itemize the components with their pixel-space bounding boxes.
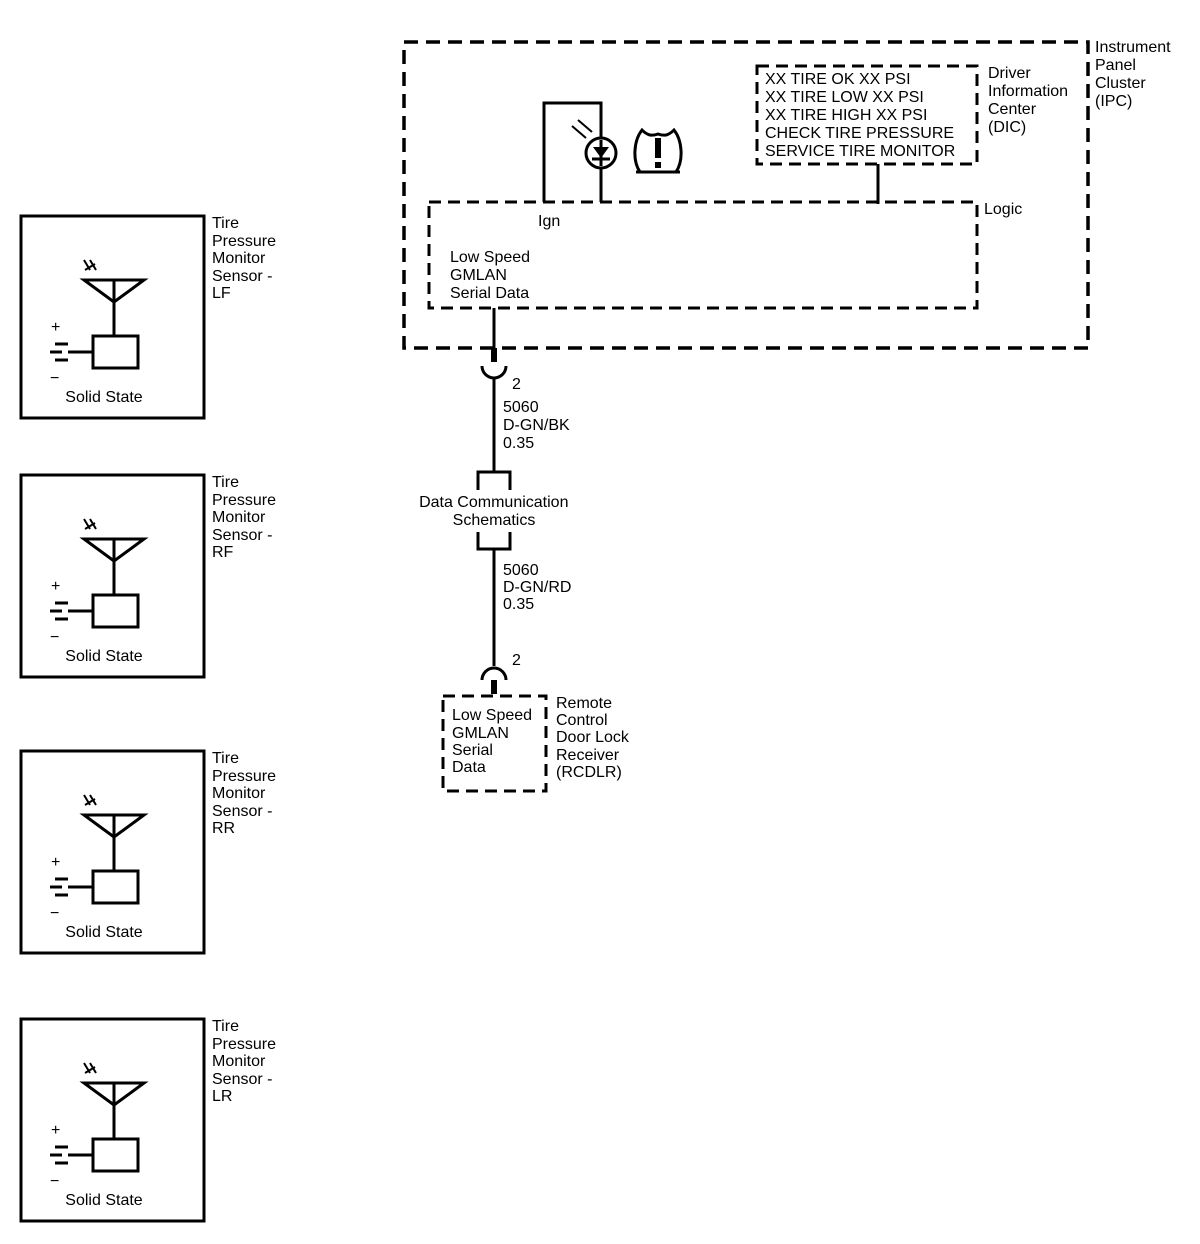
connector-bottom-pin-number: 2 (512, 652, 521, 669)
minus-terminal-label: − (50, 370, 59, 387)
logic-boundary (427, 200, 979, 310)
wire-lower-label: 5060 D-GN/RD 0.35 (503, 562, 576, 613)
ipc-boundary (402, 40, 1090, 350)
connector-bottom-pin (491, 680, 497, 694)
sensor-box (19, 1017, 206, 1223)
light-rays-icon (571, 119, 593, 139)
dic-label: Driver Information Center (DIC) (988, 65, 1073, 136)
sensor-box (19, 749, 206, 955)
sensor-label: Tire Pressure Monitor Sensor - RR (212, 750, 280, 837)
sensor-box (19, 214, 206, 420)
splice-lower-bracket (476, 532, 512, 551)
tpms-indicator-circuit (542, 101, 683, 202)
minus-terminal-label: − (50, 1173, 59, 1190)
ipc-module: Instrument Panel Cluster (IPC) XX TIRE O… (402, 39, 1175, 350)
sensor-lf: + − Solid State Tire Pressure Monitor Se… (19, 214, 280, 420)
battery-icon (50, 877, 93, 897)
antenna-icon (79, 259, 149, 336)
rcdlr-label: Remote Control Door Lock Receiver (RCDLR… (556, 695, 633, 781)
minus-terminal-label: − (50, 629, 59, 646)
plus-terminal-label: + (51, 1122, 60, 1139)
wire-upper-label: 5060 D-GN/BK 0.35 (503, 399, 574, 452)
connector-bottom-socket (480, 666, 508, 681)
sensor-lr: + − Solid State Tire Pressure Monitor Se… (19, 1017, 280, 1223)
plus-terminal-label: + (51, 578, 60, 595)
ipc-logic: Logic Ign Low Speed GMLAN Serial Data (427, 200, 1022, 310)
sensor-label: Tire Pressure Monitor Sensor - RF (212, 474, 280, 561)
led-icon (584, 136, 618, 170)
sensor-caption: Solid State (65, 389, 142, 406)
sensor-box (19, 473, 206, 679)
splice-upper-bracket (476, 470, 512, 490)
sensor-rr: + − Solid State Tire Pressure Monitor Se… (19, 749, 280, 955)
connector-top-pin (491, 348, 497, 362)
rcdlr-boundary (441, 694, 548, 793)
battery-icon (50, 1145, 93, 1165)
battery-icon (50, 601, 93, 621)
sensor-caption: Solid State (65, 648, 142, 665)
solid-state-module (91, 593, 140, 629)
splice-label: Data Communication Schematics (419, 494, 573, 529)
ign-wire (542, 101, 603, 202)
dic: XX TIRE OK XX PSI XX TIRE LOW XX PSI XX … (755, 64, 1073, 204)
connector-top-pin-number: 2 (512, 376, 521, 393)
antenna-icon (79, 794, 149, 871)
tire-pressure-warning-icon (633, 127, 683, 174)
rcdlr-serial-label: Low Speed GMLAN Serial Data (452, 707, 537, 776)
ign-label: Ign (538, 213, 560, 230)
antenna-icon (79, 1062, 149, 1139)
logic-label: Logic (984, 201, 1022, 218)
dic-boundary (755, 64, 979, 166)
connector-top-socket (480, 365, 508, 380)
solid-state-module (91, 1137, 140, 1173)
minus-terminal-label: − (50, 905, 59, 922)
logic-serial-label: Low Speed GMLAN Serial Data (450, 249, 535, 302)
sensor-caption: Solid State (65, 924, 142, 941)
sensor-label: Tire Pressure Monitor Sensor - LR (212, 1018, 280, 1105)
ipc-label: Instrument Panel Cluster (IPC) (1095, 39, 1175, 110)
sensor-caption: Solid State (65, 1192, 142, 1209)
gmlan-serial-data-circuit: 2 5060 D-GN/BK 0.35 Data Communication S… (419, 308, 576, 694)
dic-messages: XX TIRE OK XX PSI XX TIRE LOW XX PSI XX … (765, 71, 959, 160)
battery-icon (50, 342, 93, 362)
sensor-rf: + − Solid State Tire Pressure Monitor Se… (19, 473, 280, 679)
solid-state-module (91, 869, 140, 905)
antenna-icon (79, 518, 149, 595)
sensor-label: Tire Pressure Monitor Sensor - LF (212, 215, 280, 302)
plus-terminal-label: + (51, 319, 60, 336)
plus-terminal-label: + (51, 854, 60, 871)
rcdlr-module: Low Speed GMLAN Serial Data Remote Contr… (441, 694, 633, 793)
solid-state-module (91, 334, 140, 370)
